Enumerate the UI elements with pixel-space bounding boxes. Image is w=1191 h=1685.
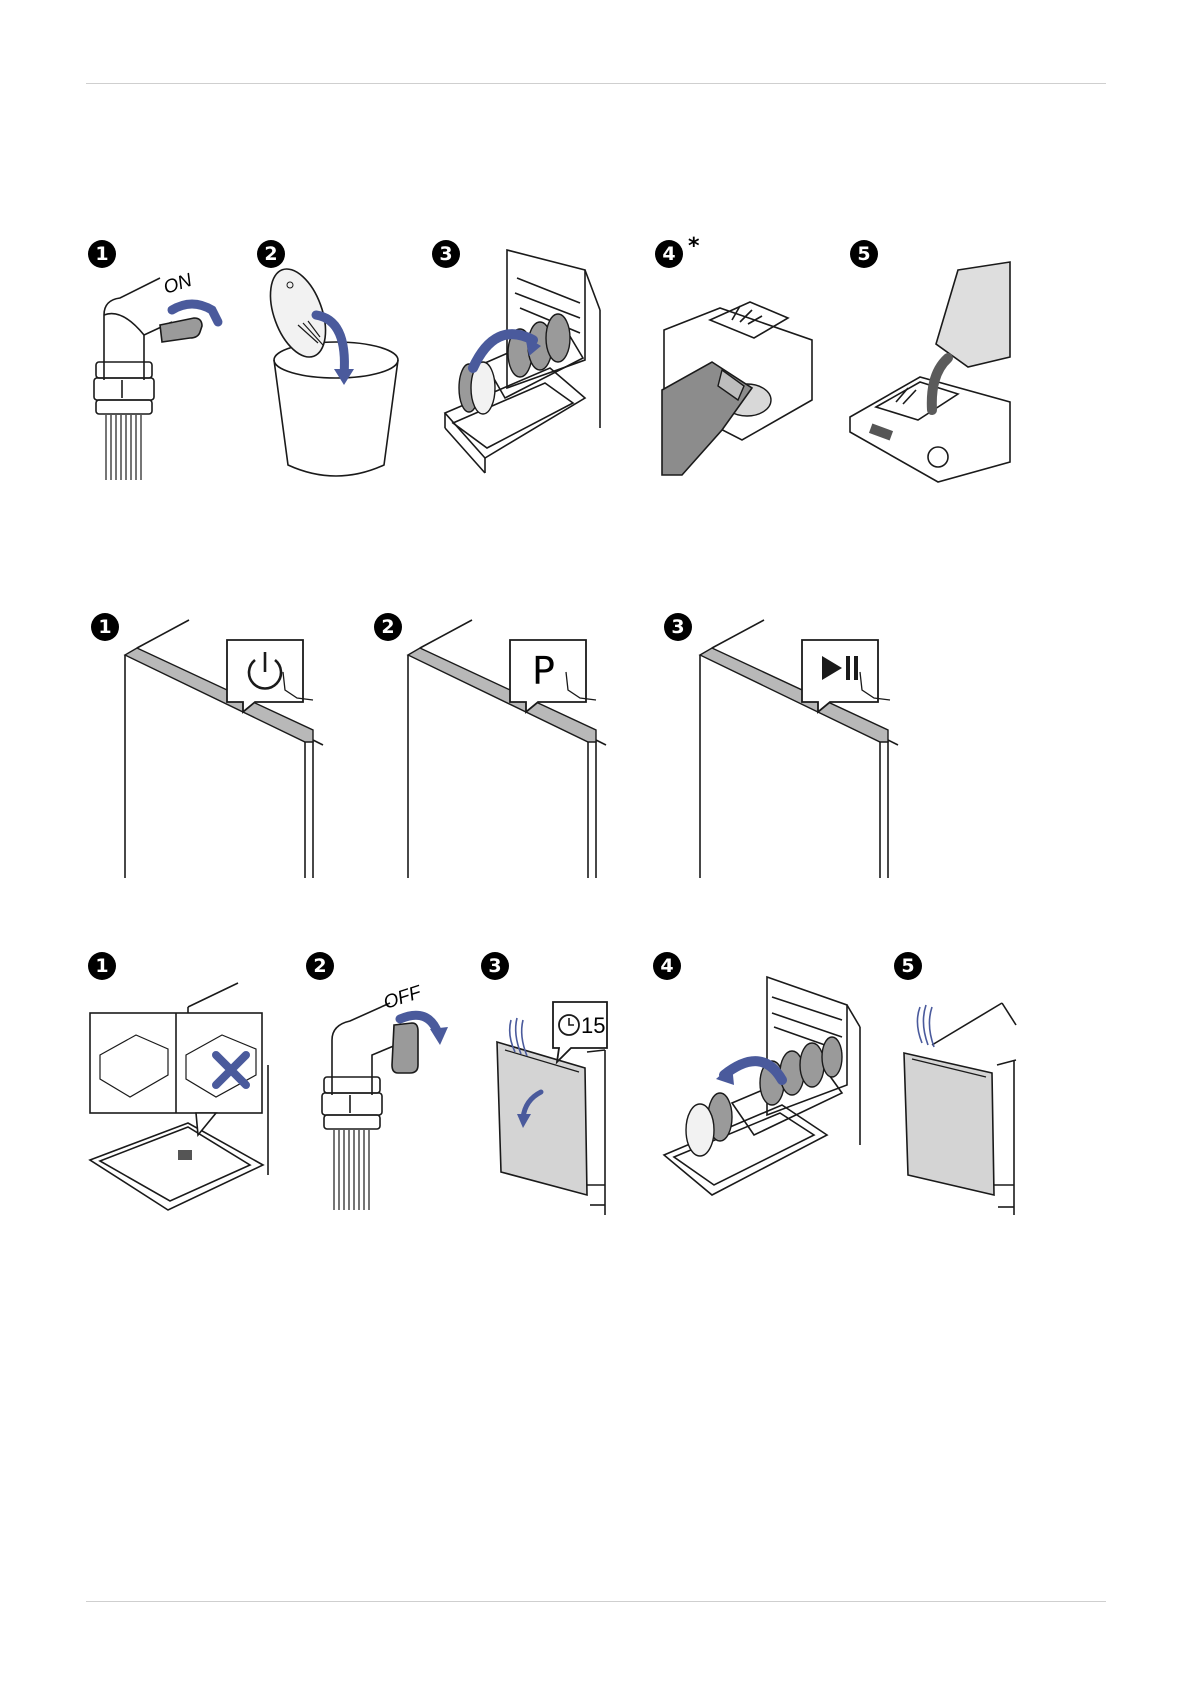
footer-rule: [86, 1601, 1106, 1602]
header-rule: [86, 83, 1106, 84]
tap-on-label: ON: [161, 270, 195, 299]
tap-off-label: OFF: [381, 982, 425, 1014]
press-power-button-icon: [125, 620, 335, 880]
empty-filter-into-bin-icon: [258, 265, 408, 485]
step-badge: 4: [655, 240, 683, 268]
tap-turn-off-icon: OFF: [320, 985, 470, 1215]
tap-turn-on-icon: ON: [82, 270, 232, 485]
step-badge: 1: [88, 240, 116, 268]
pour-detergent-into-dispenser-icon: [848, 262, 1018, 487]
step-badge: 2: [374, 613, 402, 641]
step-badge: 3: [664, 613, 692, 641]
dishwasher-door-ajar-icon: [902, 995, 1017, 1215]
step-badge: 1: [91, 613, 119, 641]
footnote-marker: *: [688, 236, 700, 258]
press-start-pause-button-icon: [700, 620, 910, 880]
program-symbol: P: [532, 649, 555, 693]
step-badge: 3: [481, 952, 509, 980]
check-dispenser-icon: [88, 975, 278, 1215]
load-dishes-into-basket-icon: [445, 248, 605, 478]
fill-rinse-aid-dispenser-icon: [662, 290, 812, 475]
press-program-button-icon: P: [408, 620, 618, 880]
step-badge: 2: [257, 240, 285, 268]
open-door-wait-icon: 15: [495, 990, 610, 1215]
step-badge: 2: [306, 952, 334, 980]
wait-minutes: 15: [581, 1013, 605, 1038]
unload-dishes-icon: [662, 975, 862, 1200]
step-badge: 5: [894, 952, 922, 980]
